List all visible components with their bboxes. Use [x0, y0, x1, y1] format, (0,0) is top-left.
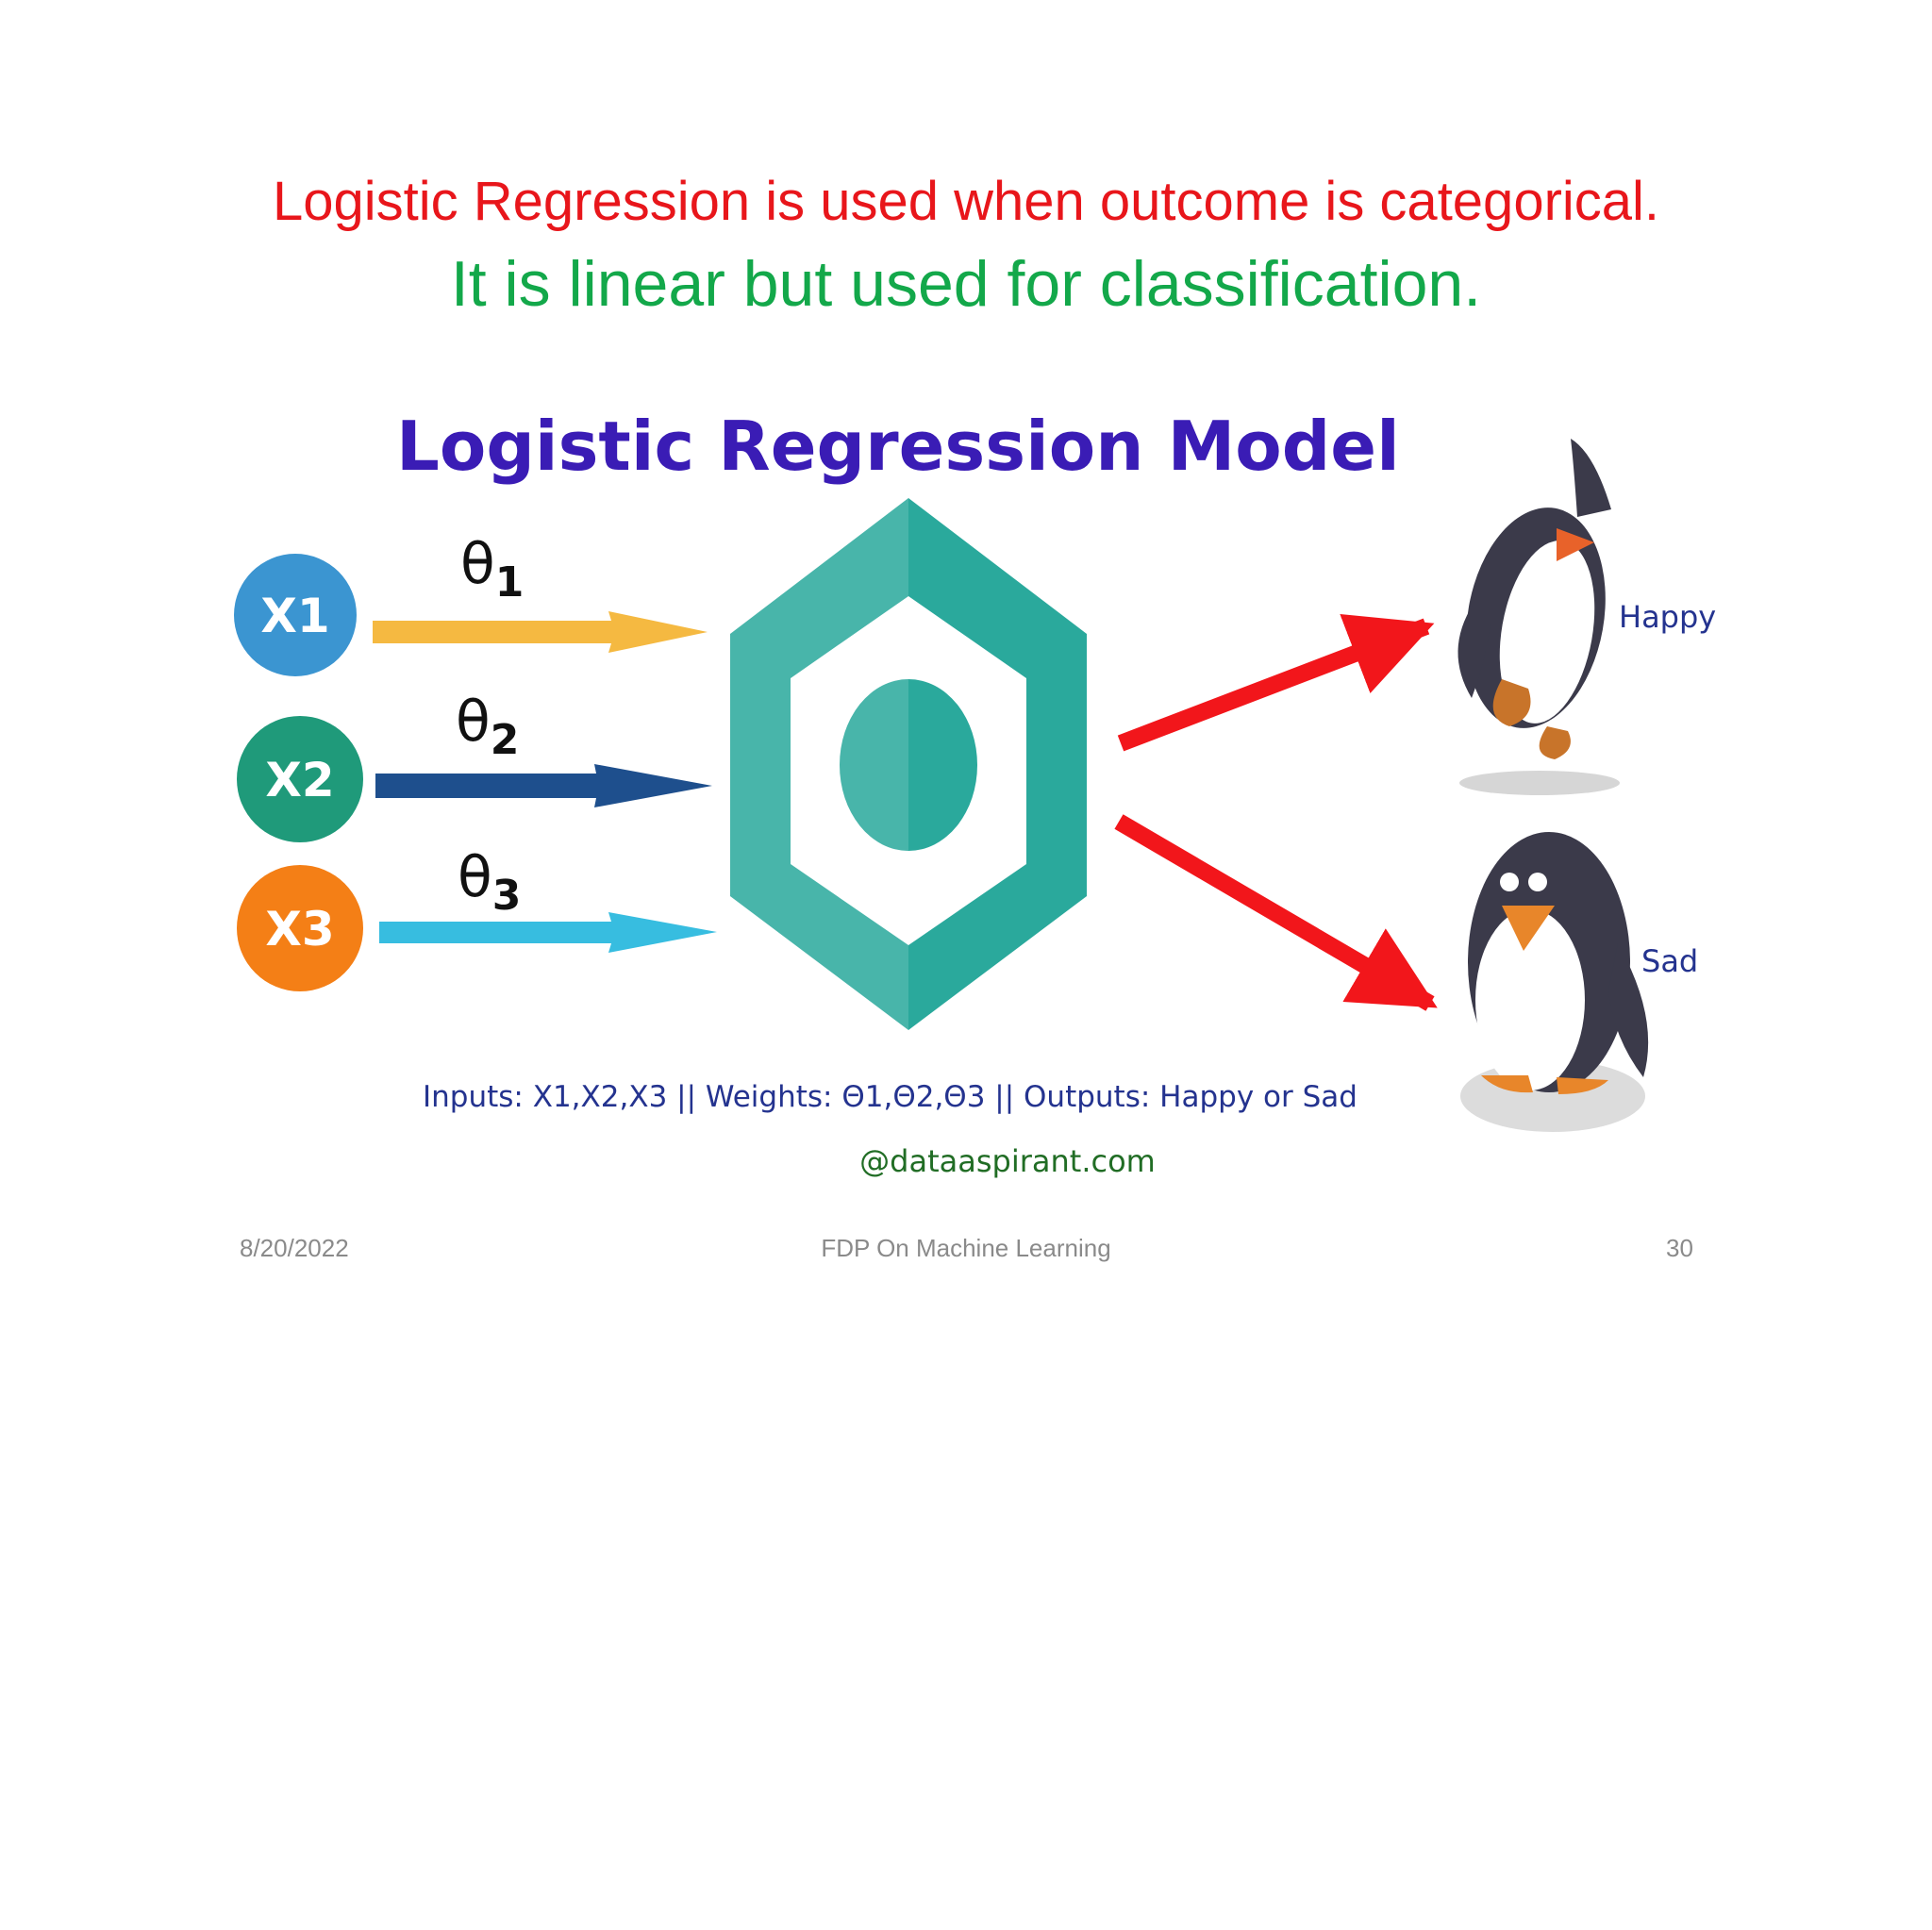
output-arrow-sad [1114, 814, 1438, 1011]
output-label-happy: Happy [1619, 599, 1716, 635]
weight-label-theta-2: θ2 [456, 689, 519, 764]
input-arrow-2 [375, 764, 712, 807]
headline-linear-classification: It is linear but used for classification… [450, 248, 1482, 320]
footer-page-number: 30 [1666, 1234, 1693, 1262]
weight-label-theta-1: θ1 [460, 531, 524, 607]
headline-categorical: Logistic Regression is used when outcome… [272, 171, 1660, 232]
sad-penguin-icon [1460, 832, 1649, 1132]
model-hexagon-icon [730, 498, 1087, 1030]
input-node-x2: X2 [237, 716, 363, 842]
output-label-sad: Sad [1641, 943, 1698, 979]
diagram-caption: Inputs: X1,X2,X3 || Weights: Θ1,Θ2,Θ3 ||… [423, 1080, 1357, 1114]
input-label-x2: X2 [265, 753, 334, 807]
footer-date: 8/20/2022 [240, 1234, 349, 1262]
diagram-title: Logistic Regression Model [396, 407, 1400, 486]
input-node-x1: X1 [234, 554, 357, 676]
input-arrow-3 [379, 912, 717, 953]
output-arrow-happy [1117, 613, 1435, 752]
diagram-credit: @dataaspirant.com [859, 1143, 1156, 1179]
happy-penguin-icon [1457, 439, 1620, 795]
input-label-x3: X3 [265, 902, 334, 957]
logistic-regression-diagram: Logistic Regression Model X1 X2 X3 θ1 θ2… [234, 407, 1716, 1179]
input-label-x1: X1 [260, 589, 329, 643]
input-node-x3: X3 [237, 865, 363, 991]
input-arrow-1 [373, 611, 708, 653]
weight-label-theta-3: θ3 [458, 844, 521, 920]
footer-title: FDP On Machine Learning [821, 1234, 1111, 1262]
